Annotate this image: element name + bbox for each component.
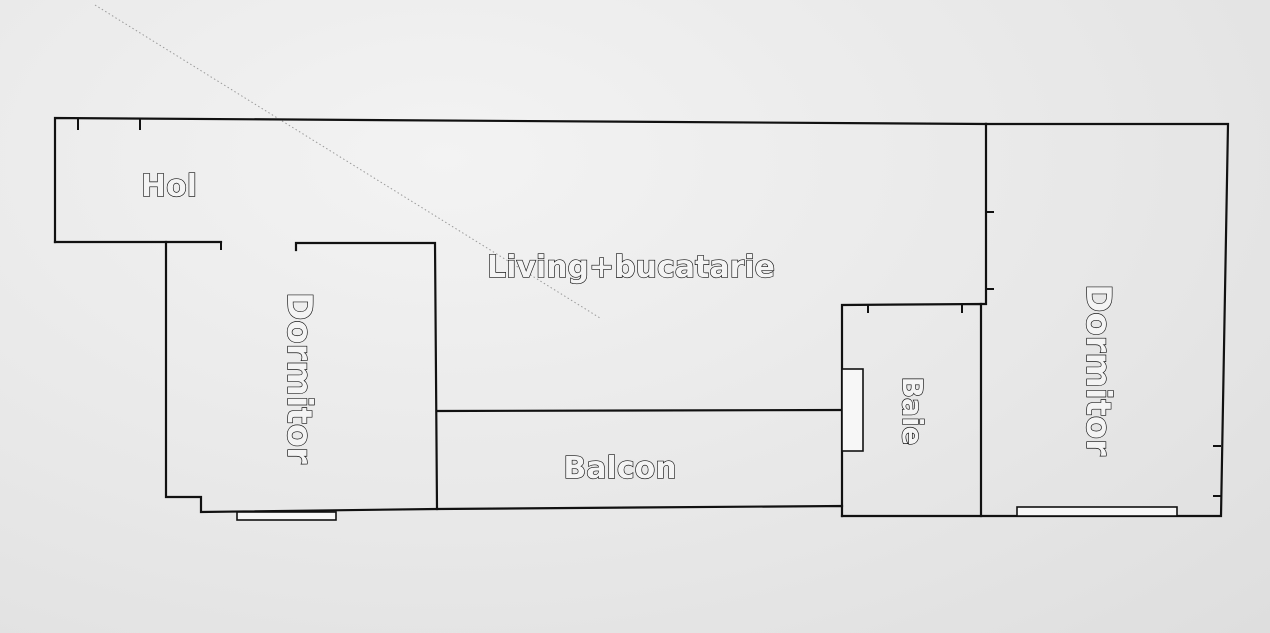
bedroom-left-wall (294, 241, 439, 511)
room-label-living: Living+bucatarie (487, 250, 775, 285)
bedroom-right-wall (979, 122, 988, 306)
window-bedroom-left (236, 511, 337, 521)
balcony-wall (435, 408, 844, 413)
room-label-bathroom: Baie (896, 377, 929, 446)
outer-wall-top-right (840, 122, 1230, 518)
room-label-bedroom-left: Dormitor (279, 292, 319, 464)
room-label-hol: Hol (141, 169, 197, 204)
screen-glare (94, 4, 601, 319)
outer-wall-top-left (53, 116, 988, 244)
window-bathroom (841, 368, 864, 452)
room-label-bedroom-right: Dormitor (1078, 284, 1118, 456)
window-bedroom-right (1016, 506, 1178, 517)
room-label-balcony: Balcon (563, 451, 676, 486)
